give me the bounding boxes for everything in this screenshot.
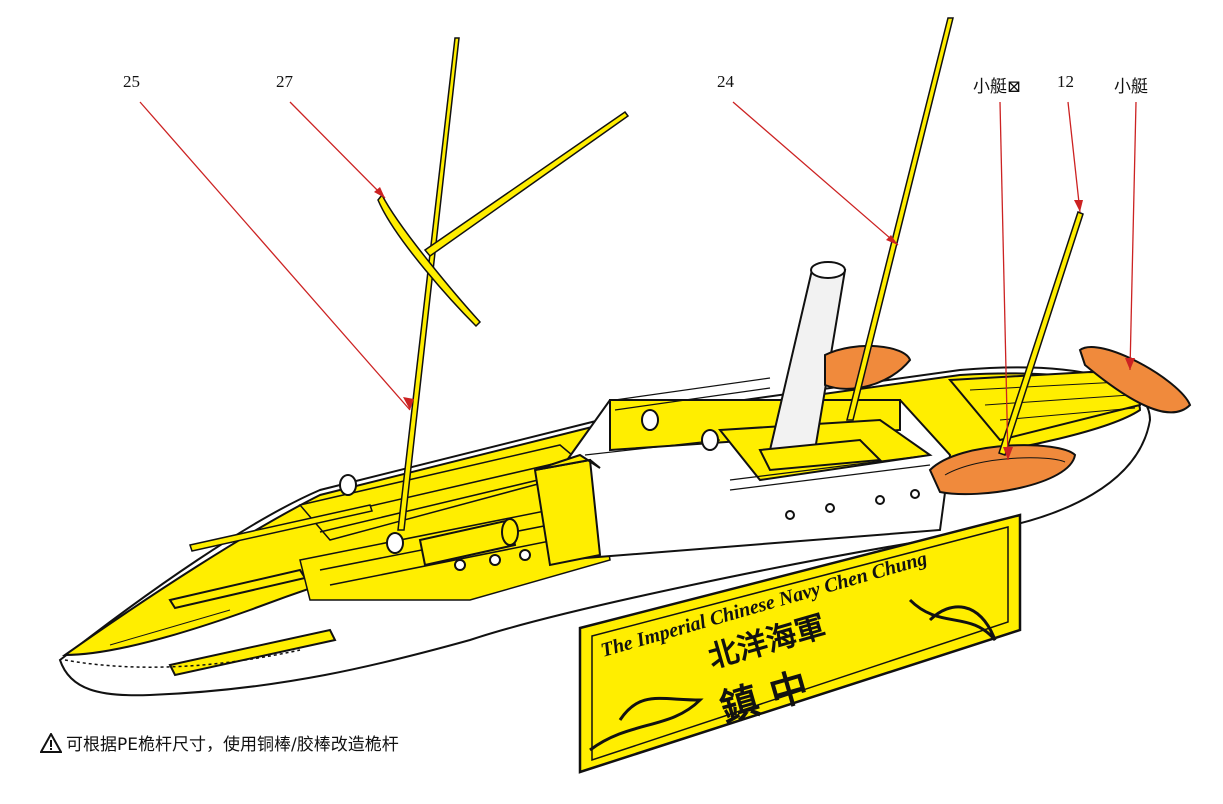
leader-arrowheads bbox=[374, 187, 1135, 460]
anchor-chain bbox=[64, 649, 301, 668]
masts bbox=[189, 17, 1084, 552]
leader-25 bbox=[139, 101, 411, 411]
railings bbox=[584, 377, 931, 491]
dragon-right-icon bbox=[908, 598, 997, 641]
nameplate-sign bbox=[578, 513, 1022, 774]
warning-triangle-icon bbox=[40, 732, 62, 753]
leader-boat2 bbox=[1129, 101, 1137, 371]
callout-boat-2: 小艇 bbox=[1114, 77, 1148, 96]
callout-27: 27 bbox=[276, 72, 293, 91]
main-gun bbox=[418, 518, 519, 567]
ventilators bbox=[339, 409, 719, 554]
callout-24: 24 bbox=[717, 72, 734, 91]
dragon-left-icon bbox=[589, 696, 704, 752]
callout-boat-1: 小艇⊠ bbox=[973, 77, 1022, 96]
smokestack bbox=[758, 261, 883, 472]
footnote: 可根据PE桅杆尺寸，使用铜棒/胶棒改造桅杆 bbox=[40, 730, 399, 755]
leader-27 bbox=[289, 101, 386, 199]
leader-lines bbox=[139, 101, 1137, 461]
footnote-text: 可根据PE桅杆尺寸，使用铜棒/胶棒改造桅杆 bbox=[66, 735, 399, 755]
leader-24 bbox=[732, 101, 899, 246]
leader-12 bbox=[1067, 101, 1081, 213]
ship-boats bbox=[824, 344, 1192, 496]
leader-boat1 bbox=[999, 101, 1009, 461]
callout-25: 25 bbox=[123, 72, 140, 91]
callout-12: 12 bbox=[1057, 72, 1074, 91]
